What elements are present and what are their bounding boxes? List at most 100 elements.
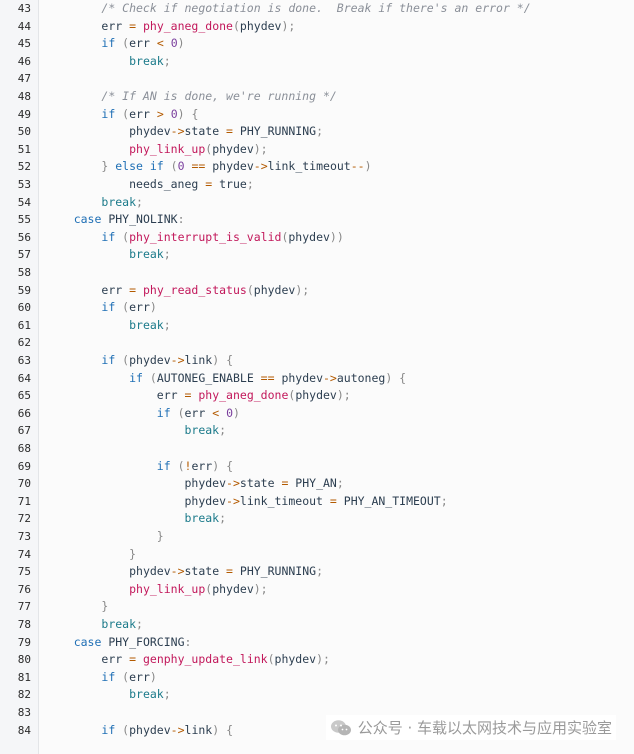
code-token: ) [149, 300, 157, 315]
line-number: 67 [17, 424, 31, 438]
code-text: if (phydev->link) { [46, 722, 233, 740]
code-token: phy_link_up [129, 141, 206, 156]
code-line: 75 phydev->state = PHY_RUNNING; [0, 563, 634, 581]
line-number: 52 [17, 160, 31, 174]
code-line: 68 [0, 440, 634, 458]
code-token [136, 19, 143, 33]
line-number: 68 [17, 442, 31, 455]
code-token: phydev [205, 159, 254, 174]
code-token: state [184, 124, 227, 139]
line-number: 48 [17, 90, 31, 103]
code-token: if [101, 669, 116, 684]
code-token: PHY_NOLINK [101, 212, 178, 227]
code-text: case PHY_FORCING: [46, 634, 192, 652]
code-token: ; [316, 564, 324, 579]
line-number: 60 [17, 301, 31, 315]
code-token: phydev [129, 722, 171, 737]
code-token: = [129, 282, 137, 297]
code-line: 62 [0, 334, 634, 352]
code-text: phydev->state = PHY_RUNNING; [46, 123, 323, 141]
code-line: 66 if (err < 0) [0, 405, 634, 423]
line-number: 54 [17, 195, 31, 209]
code-token: )) [329, 229, 344, 244]
code-token: -> [170, 564, 185, 579]
code-line: 63 if (phydev->link) { [0, 352, 634, 370]
line-number: 73 [17, 530, 31, 543]
code-token: err [101, 652, 130, 667]
code-token: err [101, 282, 130, 297]
code-line: 60 if (err) [0, 299, 634, 317]
code-token: phy_read_status [142, 282, 247, 297]
code-text: if (!err) { [46, 458, 233, 476]
code-token: phydev [184, 493, 227, 508]
code-text: err = genphy_update_link(phydev); [46, 651, 330, 669]
code-token: ( [267, 652, 275, 667]
line-number: 76 [17, 582, 31, 596]
line-number: 50 [17, 125, 31, 139]
code-line: 65 err = phy_aneg_done(phydev); [0, 387, 634, 405]
code-token: ( [170, 405, 185, 420]
code-text: phy_link_up(phydev); [46, 141, 268, 159]
code-token: PHY_AN [288, 476, 337, 491]
code-token: err [191, 458, 213, 473]
code-token: ; [163, 53, 171, 68]
code-token: phy_aneg_done [142, 18, 233, 33]
code-token: ! [184, 458, 192, 473]
line-number-gutter [0, 0, 39, 754]
line-number: 43 [17, 2, 31, 15]
code-token: = [184, 388, 192, 403]
code-token: -> [226, 493, 240, 508]
line-number: 44 [17, 19, 31, 33]
code-token: ); [316, 652, 330, 667]
line-number: 53 [17, 178, 31, 191]
code-token: break [184, 511, 220, 526]
code-token: PHY_RUNNING [232, 124, 317, 139]
code-token: ; [316, 124, 324, 139]
code-token: if [101, 36, 116, 51]
code-line: 67 break; [0, 422, 634, 440]
code-token: ); [281, 18, 296, 33]
code-token: if [101, 106, 116, 121]
code-text: err = phy_read_status(phydev); [46, 282, 309, 300]
code-token: -> [170, 124, 185, 139]
code-token: if [101, 353, 116, 367]
code-token: phydev [274, 652, 317, 667]
code-line: 78 break; [0, 616, 634, 634]
code-token: -> [253, 159, 268, 174]
code-token: phydev [129, 124, 171, 139]
code-token: -> [323, 370, 337, 385]
code-token: ( [288, 388, 296, 403]
code-token: } [101, 159, 116, 174]
code-token: link_timeout [239, 493, 330, 508]
code-text: if (err) [46, 299, 157, 317]
code-token: } [156, 529, 164, 543]
code-token: ; [163, 687, 171, 702]
code-token: link [184, 353, 213, 367]
code-token: AUTONEG_ENABLE [156, 370, 261, 385]
code-token: ( [170, 458, 185, 473]
code-token: err [184, 405, 213, 420]
code-token: if [156, 458, 171, 473]
code-token: phydev [239, 18, 282, 33]
code-token: ( [115, 36, 130, 51]
line-number: 81 [17, 670, 31, 684]
code-text: break; [46, 422, 226, 440]
code-token: PHY_FORCING [101, 634, 185, 649]
code-token: ( [115, 300, 130, 315]
code-line: 74 } [0, 546, 634, 564]
code-token: ) { [212, 458, 233, 473]
code-line: 77 } [0, 598, 634, 616]
code-token: if [101, 300, 116, 315]
line-number: 78 [17, 618, 31, 631]
code-token: ( [246, 282, 254, 297]
code-token: 0 [177, 159, 185, 174]
code-token: link [184, 722, 213, 737]
code-text: if (phydev->link) { [46, 352, 233, 370]
code-line: 49 if (err > 0) { [0, 106, 634, 124]
code-token: } [101, 599, 109, 614]
code-text: break; [46, 686, 171, 704]
code-line: 52 } else if (0 == phydev->link_timeout-… [0, 158, 634, 176]
code-line: 70 phydev->state = PHY_AN; [0, 475, 634, 493]
code-line: 73 } [0, 528, 634, 546]
code-token: : [184, 634, 192, 649]
